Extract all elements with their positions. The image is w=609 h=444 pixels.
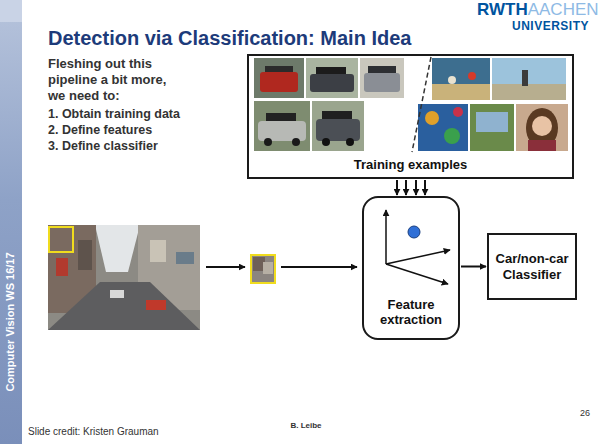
axis xyxy=(386,250,450,264)
car-wheel xyxy=(264,138,272,146)
axis xyxy=(386,264,448,284)
photo-ground xyxy=(418,104,468,151)
photo-ground xyxy=(312,101,364,151)
node-text: Training examples xyxy=(354,157,467,173)
photo-blob xyxy=(453,107,463,117)
car-window xyxy=(322,111,352,120)
arrow-connector xyxy=(461,266,486,268)
car-wheel xyxy=(346,138,354,146)
patch-building xyxy=(263,262,273,274)
author-text: B. Leibe xyxy=(290,421,321,431)
logo-word: RWTH xyxy=(477,0,528,20)
car-window xyxy=(368,66,396,74)
node-text: Feature extraction xyxy=(368,297,454,328)
photo-face xyxy=(532,116,552,136)
course-label: Computer Vision WS 16/17 xyxy=(4,252,17,391)
photo-figure xyxy=(448,76,456,84)
list-item: 1. Obtain training data xyxy=(48,107,180,122)
photo-ground xyxy=(254,101,310,151)
arrow-connector xyxy=(396,180,398,195)
node-text: Car/non-car Classifier xyxy=(493,251,571,282)
photo-building xyxy=(78,240,92,270)
side-bar xyxy=(0,0,22,444)
car-wheel xyxy=(292,138,300,146)
list-item: 2. Define features xyxy=(48,123,152,138)
photo-blob xyxy=(425,111,439,125)
car-body xyxy=(364,73,400,92)
photo-blob xyxy=(444,128,460,144)
photo-clothes xyxy=(528,140,556,151)
photo-sign xyxy=(56,258,68,276)
photo-ground xyxy=(306,58,358,98)
classifier-box: Car/non-car Classifier xyxy=(487,233,577,300)
photo-sky xyxy=(95,225,140,272)
logo-wordmark: RWTHAACHEN xyxy=(477,0,599,20)
photo-road xyxy=(48,282,200,330)
patch-ground xyxy=(251,255,275,283)
photo-car xyxy=(110,290,124,298)
car-body xyxy=(258,121,306,141)
car-wheel xyxy=(322,138,330,146)
arrow-connector xyxy=(415,180,417,195)
axis xyxy=(385,210,387,264)
photo-car xyxy=(146,300,166,310)
feature-point xyxy=(408,226,420,238)
photo-ground xyxy=(470,104,514,151)
flow-arrow xyxy=(281,266,357,268)
photo-ground xyxy=(492,84,566,100)
photo-building xyxy=(150,240,166,262)
logo-word: AACHEN xyxy=(528,0,599,20)
photo-ground xyxy=(432,58,490,100)
photo-ground xyxy=(360,58,404,98)
window-patch xyxy=(251,255,275,283)
feature-axes xyxy=(386,210,450,284)
photo-ground xyxy=(516,104,568,151)
search-window xyxy=(49,227,73,252)
photo-sand xyxy=(432,84,490,100)
dashed-divider xyxy=(412,57,431,152)
list-item: 3. Define classifier xyxy=(48,139,158,154)
slide-title: Detection via Classification: Main Idea xyxy=(48,27,411,50)
credit-text: Slide credit: Kristen Grauman xyxy=(28,426,159,438)
photo-figure xyxy=(468,72,476,80)
photo-sky xyxy=(492,58,566,100)
corner-accent xyxy=(0,0,22,22)
car-body xyxy=(310,74,354,92)
photo-ground xyxy=(254,58,304,98)
flow-arrow xyxy=(206,266,245,268)
photo-ground xyxy=(48,225,200,330)
page-number: 26 xyxy=(580,408,590,419)
feature-extraction-box: Feature extraction xyxy=(362,196,460,340)
non-car-examples xyxy=(418,58,568,151)
car-body xyxy=(316,119,360,141)
car-examples xyxy=(254,58,404,151)
logo-subtitle: UNIVERSITY xyxy=(512,19,589,33)
intro-text: Fleshing out this pipeline a bit more, w… xyxy=(48,56,183,104)
photo-figure xyxy=(522,70,528,86)
street-image xyxy=(48,225,200,330)
arrow-connector xyxy=(405,180,407,195)
car-body xyxy=(260,72,298,92)
search-window xyxy=(251,255,275,283)
photo-sign xyxy=(176,252,194,264)
training-examples-box: Training examples xyxy=(247,54,574,179)
photo-patch xyxy=(476,112,508,132)
arrow-connector xyxy=(424,180,426,195)
car-window xyxy=(316,67,346,75)
